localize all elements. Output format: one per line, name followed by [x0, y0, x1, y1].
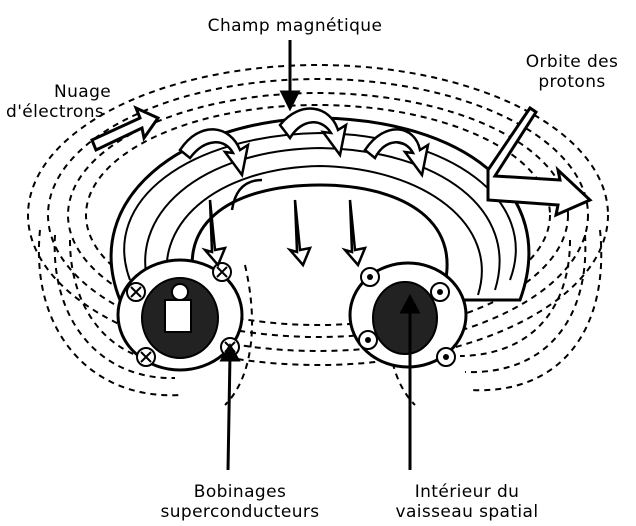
coils-label-line1: Bobinages [130, 482, 350, 502]
magnetic-field-label: Champ magnétique [195, 16, 395, 36]
astronaut-seat-icon [165, 300, 191, 332]
interior-label-line2: vaisseau spatial [372, 502, 562, 522]
proton-orbit-arrow [488, 108, 590, 215]
coils-label: Bobinages superconducteurs [130, 482, 350, 522]
electron-cloud-label: Nuage d'électrons [6, 82, 111, 122]
electron-cloud-label-line1: Nuage [6, 82, 111, 102]
proton-orbit-label-line1: Orbite des [512, 52, 632, 72]
coils-pointer-line [228, 355, 230, 470]
coils-label-line2: superconducteurs [130, 502, 350, 522]
proton-orbit-label: Orbite des protons [512, 52, 632, 92]
coil-dot-icon [437, 289, 443, 295]
electron-cloud-label-line2: d'électrons [6, 102, 111, 122]
interior-label-line1: Intérieur du [372, 482, 562, 502]
coil-dot-icon [367, 274, 373, 280]
proton-orbit-label-line2: protons [512, 72, 632, 92]
coil-dot-icon [365, 337, 371, 343]
astronaut-icon [172, 284, 188, 300]
coil-dot-icon [443, 354, 449, 360]
interior-label: Intérieur du vaisseau spatial [372, 482, 562, 522]
